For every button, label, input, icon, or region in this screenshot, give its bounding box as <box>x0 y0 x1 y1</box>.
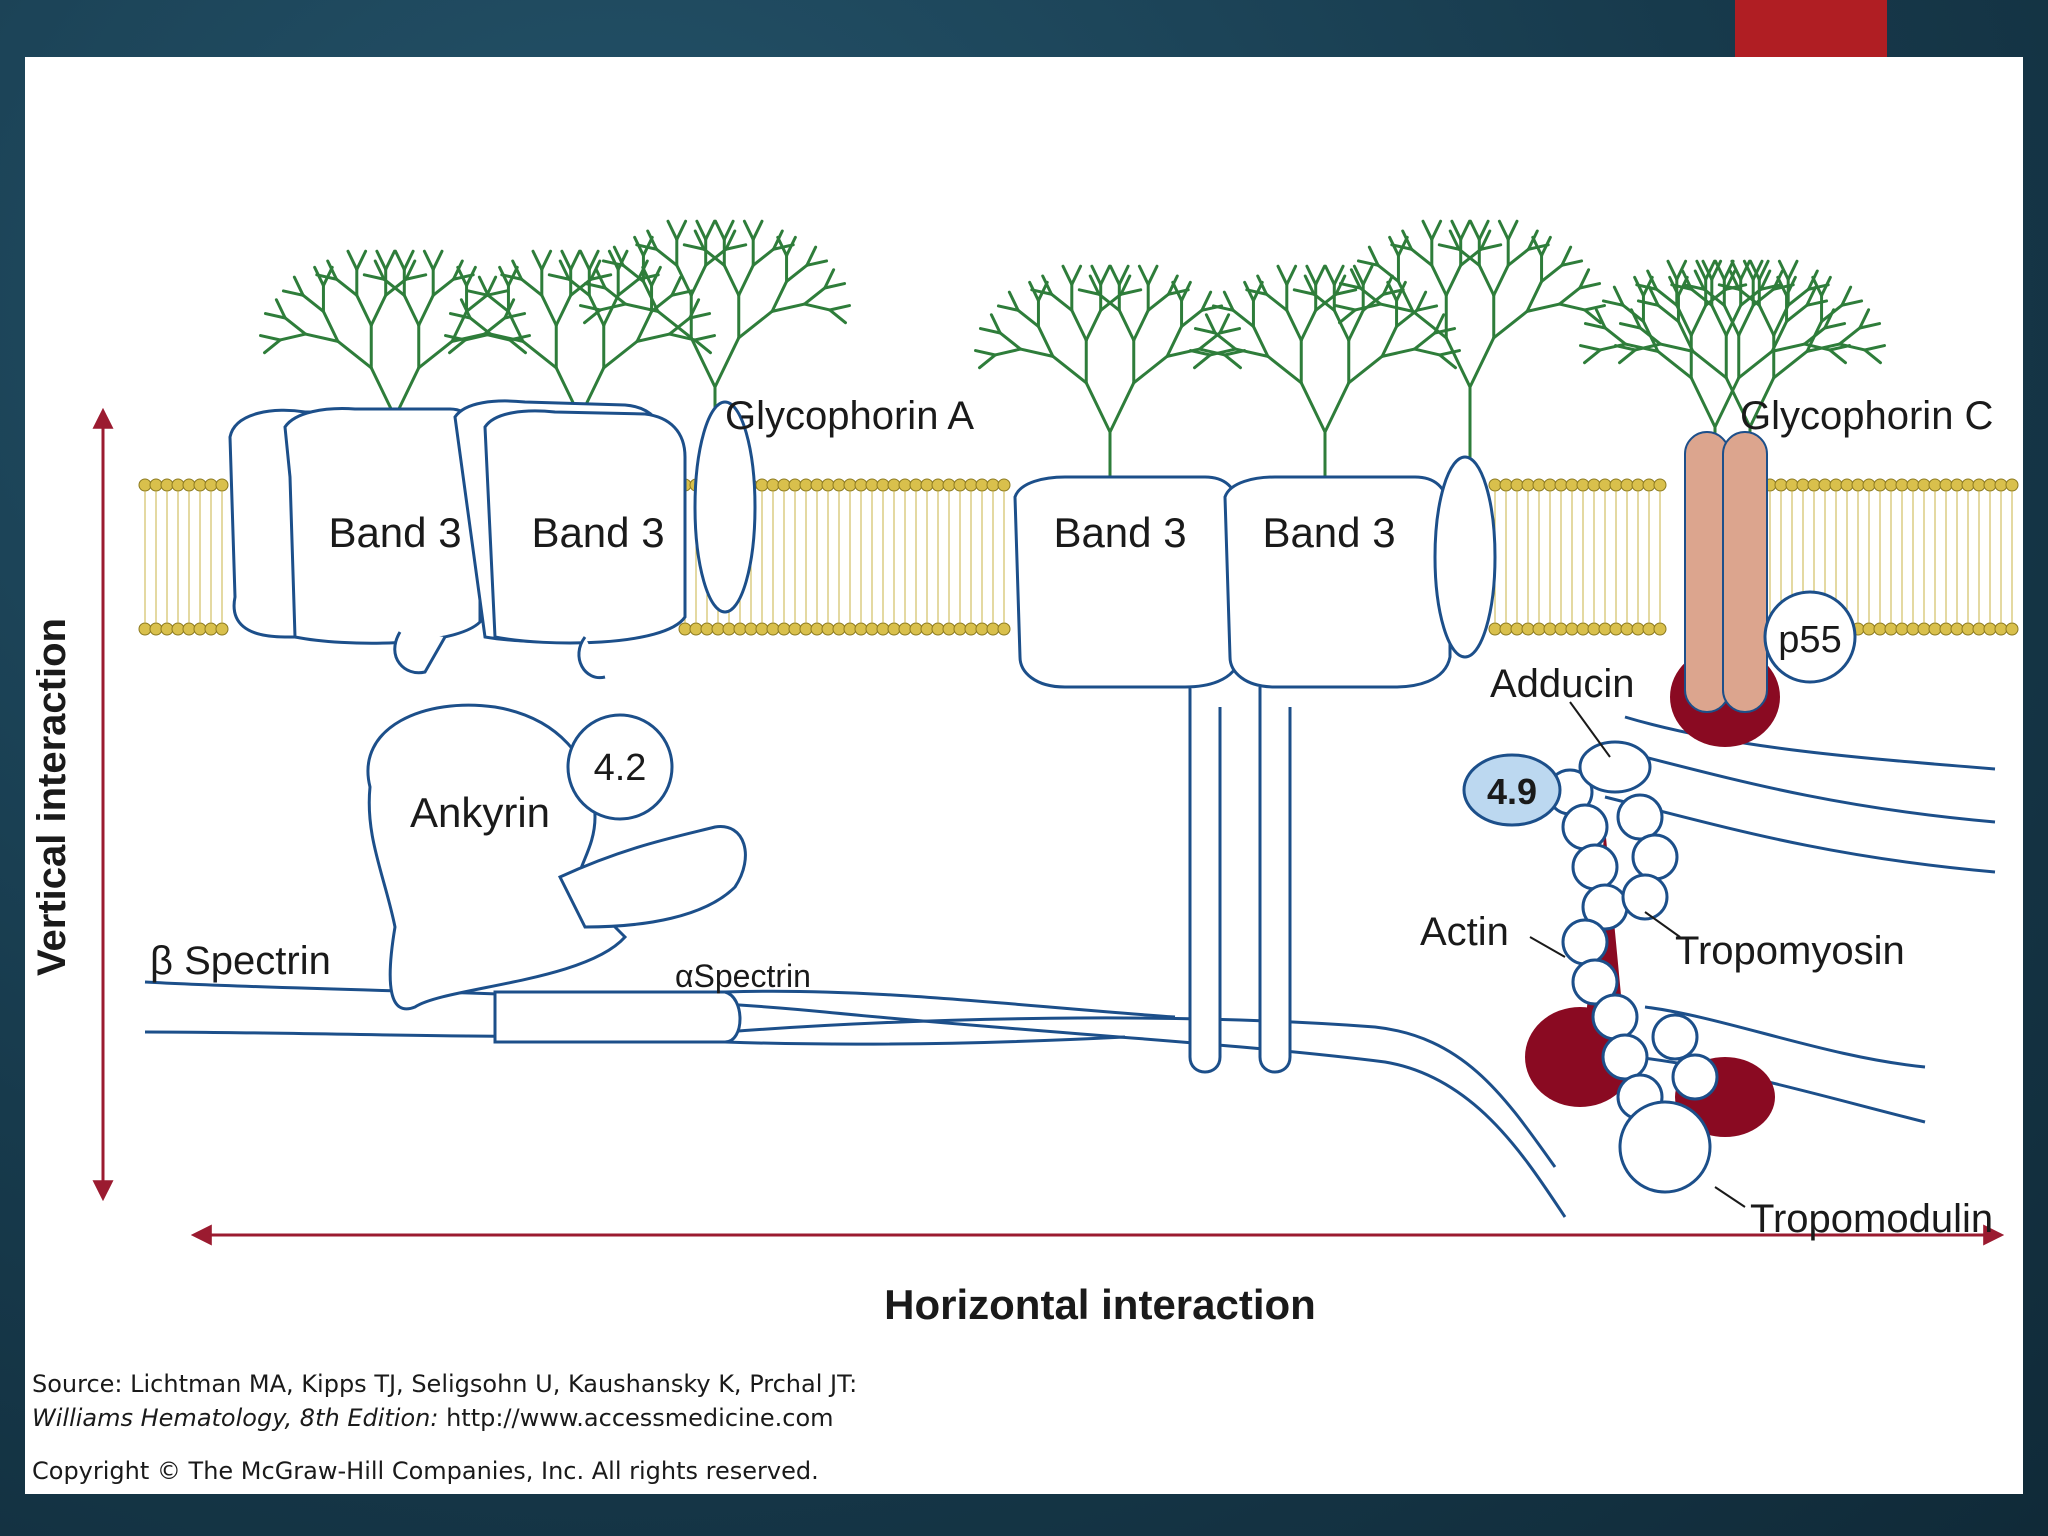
actin-label: Actin <box>1420 910 1509 954</box>
adducin-label: Adducin <box>1490 662 1635 706</box>
accent-bar <box>1735 0 1887 57</box>
leader-lines <box>1529 701 1746 1208</box>
protein-4-9 <box>1462 753 1562 827</box>
band3-label-2: Band 3 <box>531 509 664 556</box>
band3-label-1: Band 3 <box>328 509 461 556</box>
band3-complex-middle <box>1013 455 1497 1074</box>
adducin-protein <box>1578 740 1652 794</box>
tropomodulin-protein <box>1618 1100 1712 1194</box>
protein-4-9-label: 4.9 <box>1487 771 1537 812</box>
alpha-spectrin-label: αSpectrin <box>675 958 811 994</box>
tropomyosin-label: Tropomyosin <box>1675 929 1905 973</box>
source-url: http://www.accessmedicine.com <box>438 1404 834 1432</box>
band3-complex-left <box>228 399 757 680</box>
membrane-diagram: Band 3 Band 3 Band 3 Band 3 Glycophorin … <box>30 219 2019 1328</box>
tropomodulin-label: Tropomodulin <box>1750 1197 1993 1241</box>
glycophorin-c <box>1684 431 1768 713</box>
horizontal-interaction-label: Horizontal interaction <box>884 1281 1316 1328</box>
band3-label-3: Band 3 <box>1053 509 1186 556</box>
copyright-notice: Copyright © The McGraw-Hill Companies, I… <box>32 1457 819 1485</box>
actin-filament <box>1546 768 1719 1121</box>
vertical-interaction-label: Vertical interaction <box>30 618 74 976</box>
ankyrin-complex <box>366 703 747 1011</box>
ankyrin-label: Ankyrin <box>410 789 550 836</box>
beta-spectrin-label: β Spectrin <box>150 939 331 983</box>
p55-protein <box>1763 590 1857 684</box>
source-citation: Source: Lichtman MA, Kipps TJ, Seligsohn… <box>32 1367 1232 1435</box>
glycophorin-c-label: Glycophorin C <box>1740 394 1993 438</box>
slide-content: Band 3 Band 3 Band 3 Band 3 Glycophorin … <box>25 57 2023 1494</box>
p55-label: p55 <box>1778 619 1841 661</box>
source-line-2: Williams Hematology, 8th Edition: http:/… <box>32 1401 1232 1435</box>
source-book-title: Williams Hematology, 8th Edition: <box>32 1404 439 1432</box>
source-line-1: Source: Lichtman MA, Kipps TJ, Seligsohn… <box>32 1370 858 1398</box>
band3-label-4: Band 3 <box>1262 509 1395 556</box>
glycophorin-a-label: Glycophorin A <box>725 394 974 438</box>
protein-4-2-label: 4.2 <box>594 747 647 789</box>
